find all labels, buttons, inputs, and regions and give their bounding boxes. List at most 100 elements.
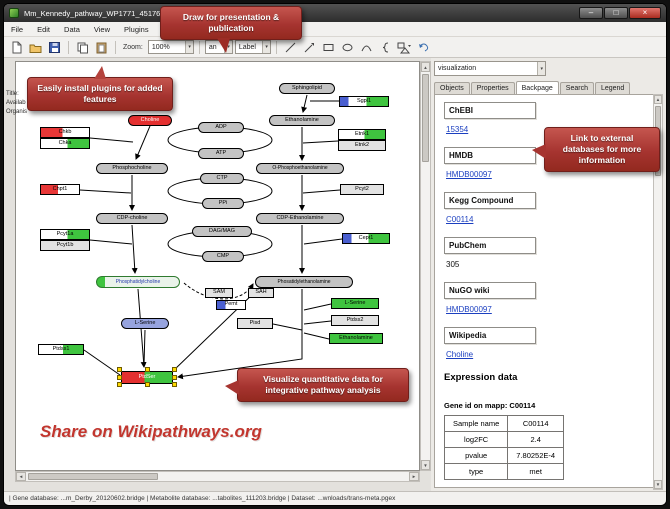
node-cdp-ethanolamine[interactable]: CDP-Ethanolamine xyxy=(256,213,344,224)
line-tool-button[interactable] xyxy=(282,39,299,56)
scroll-up-button[interactable]: ▲ xyxy=(421,62,430,72)
node-ethanolamine[interactable]: Ethanolamine xyxy=(269,115,335,126)
tab-backpage[interactable]: Backpage xyxy=(515,81,559,94)
rectangle-tool-button[interactable] xyxy=(320,39,337,56)
app-window: Mm_Kennedy_pathway_WP1771_45176.gp... – … xyxy=(3,3,667,506)
copy-button[interactable] xyxy=(74,39,91,56)
node-o-phosphoethanolamine[interactable]: O-Phosphoethanolamine xyxy=(256,163,344,174)
node-ethanolamine-2[interactable]: Ethanolamine xyxy=(329,333,383,344)
brace-tool-button[interactable] xyxy=(377,39,394,56)
node-sphingolipid[interactable]: Sphingolipid xyxy=(279,83,335,94)
arrow-tool-button[interactable] xyxy=(301,39,318,56)
pathway-canvas[interactable]: Sphingolipid Sgpl1 Choline ADP Ethanolam… xyxy=(15,61,420,471)
node-sah[interactable]: SAH xyxy=(248,288,274,298)
node-l-serine[interactable]: L-Serine xyxy=(121,318,169,329)
selection-handle[interactable] xyxy=(172,367,177,372)
menu-edit[interactable]: Edit xyxy=(37,24,51,34)
new-file-button[interactable] xyxy=(8,39,25,56)
shapes-dropdown-button[interactable] xyxy=(396,39,413,56)
expression-data-title: Expression data xyxy=(444,372,518,383)
node-phosphatidylethanolamine[interactable]: Phosatidylethanolamine xyxy=(255,276,353,288)
node-pemt[interactable]: Pemt xyxy=(216,300,246,310)
node-phosphocholine[interactable]: Phosphocholine xyxy=(96,163,168,174)
zoom-combo[interactable]: 100% ▾ xyxy=(147,40,194,54)
scroll-left-button[interactable]: ◄ xyxy=(16,472,26,481)
node-ptdss2[interactable]: Ptdss2 xyxy=(331,315,379,326)
node-ptdss1[interactable]: Ptdss1 xyxy=(38,344,84,355)
scroll-right-button[interactable]: ► xyxy=(409,472,419,481)
close-button[interactable]: × xyxy=(629,7,661,19)
node-choline[interactable]: Choline xyxy=(128,115,172,126)
scroll-down-button[interactable]: ▼ xyxy=(421,460,430,470)
node-pcyt2[interactable]: Pcyt2 xyxy=(340,184,384,195)
chebi-link[interactable]: 15354 xyxy=(446,125,469,134)
tab-objects[interactable]: Objects xyxy=(434,82,470,94)
node-etnk2[interactable]: Etnk2 xyxy=(338,140,386,151)
section-header-pubchem: PubChem xyxy=(444,237,536,254)
section-header-wikipedia: Wikipedia xyxy=(444,327,536,344)
nugo-link[interactable]: HMDB00097 xyxy=(446,305,492,314)
open-button[interactable] xyxy=(27,39,44,56)
menu-file[interactable]: File xyxy=(11,24,24,34)
label-combo[interactable]: Label ▾ xyxy=(234,40,271,54)
node-l-serine-2[interactable]: L-Serine xyxy=(331,298,379,309)
maximize-button[interactable]: □ xyxy=(604,7,628,19)
table-cell: 7.80252E-4 xyxy=(507,447,565,464)
selection-handle[interactable] xyxy=(172,382,177,387)
wikipedia-link[interactable]: Choline xyxy=(446,350,474,359)
node-ppi[interactable]: PPi xyxy=(202,198,244,209)
selection-handle[interactable] xyxy=(117,367,122,372)
scroll-down-button[interactable]: ▼ xyxy=(654,480,662,489)
visualization-combo[interactable]: visualization ▾ xyxy=(434,61,546,76)
scroll-up-button[interactable]: ▲ xyxy=(654,95,662,104)
node-chpt1[interactable]: Chpt1 xyxy=(40,184,80,195)
tab-properties[interactable]: Properties xyxy=(470,82,515,94)
node-dag-mag[interactable]: DAG/MAG xyxy=(192,226,252,237)
hmdb-link[interactable]: HMDB00097 xyxy=(446,170,492,179)
status-bar: | Gene database: ...m_Derby_20120602.bri… xyxy=(4,491,666,505)
menu-plugins[interactable]: Plugins xyxy=(124,24,149,34)
menu-view[interactable]: View xyxy=(93,24,110,34)
node-pcyt1a[interactable]: Pcyt1a xyxy=(40,229,90,240)
canvas-horizontal-scrollbar[interactable]: ◄ ► xyxy=(15,471,420,482)
arc-tool-button[interactable] xyxy=(358,39,375,56)
node-cdp-choline[interactable]: CDP-choline xyxy=(96,213,168,224)
minimize-button[interactable]: – xyxy=(579,7,603,19)
node-adp[interactable]: ADP xyxy=(198,122,244,133)
node-pcyt1b[interactable]: Pcyt1b xyxy=(40,240,90,251)
window-title: Mm_Kennedy_pathway_WP1771_45176.gp... xyxy=(24,8,178,18)
undo-button[interactable] xyxy=(415,39,432,56)
node-pisd[interactable]: Pisd xyxy=(237,318,273,329)
ellipse-tool-button[interactable] xyxy=(339,39,356,56)
canvas-vertical-scrollbar[interactable]: ▲ ▼ xyxy=(420,61,431,471)
tab-legend[interactable]: Legend xyxy=(594,82,631,94)
scrollbar-thumb[interactable] xyxy=(422,74,429,162)
tab-search[interactable]: Search xyxy=(559,82,594,94)
selection-handle[interactable] xyxy=(172,375,177,380)
node-chka[interactable]: Chka xyxy=(40,138,90,149)
kegg-link[interactable]: C00114 xyxy=(446,215,474,224)
save-button[interactable] xyxy=(46,39,63,56)
node-cmp[interactable]: CMP xyxy=(202,251,244,262)
node-chkb[interactable]: Chkb xyxy=(40,127,90,138)
selection-handle[interactable] xyxy=(117,375,122,380)
selection-handle[interactable] xyxy=(145,367,150,372)
paste-button[interactable] xyxy=(93,39,110,56)
menu-data[interactable]: Data xyxy=(64,24,80,34)
node-atp[interactable]: ATP xyxy=(198,148,244,159)
info-organism-label: Organis xyxy=(6,109,28,115)
node-cept1[interactable]: Cept1 xyxy=(342,233,390,244)
pathway-info-panel: Title: Availab Organis xyxy=(6,90,32,117)
info-availability-label: Availab xyxy=(6,100,26,106)
scrollbar-thumb[interactable] xyxy=(28,473,158,480)
node-sam[interactable]: SAM xyxy=(205,288,233,298)
selection-handle[interactable] xyxy=(145,382,150,387)
share-wikipathways-text: Share on Wikipathways.org xyxy=(40,422,262,441)
selection-handle[interactable] xyxy=(117,382,122,387)
panel-tabs: Objects Properties Backpage Search Legen… xyxy=(434,80,663,94)
node-phosphatidylcholine[interactable]: Phosphatidylcholine xyxy=(96,276,180,288)
chevron-down-icon: ▾ xyxy=(537,62,545,75)
node-sgpl1[interactable]: Sgpl1 xyxy=(339,96,389,107)
node-etnk1[interactable]: Etnk1 xyxy=(338,129,386,140)
node-ctp[interactable]: CTP xyxy=(200,173,244,184)
